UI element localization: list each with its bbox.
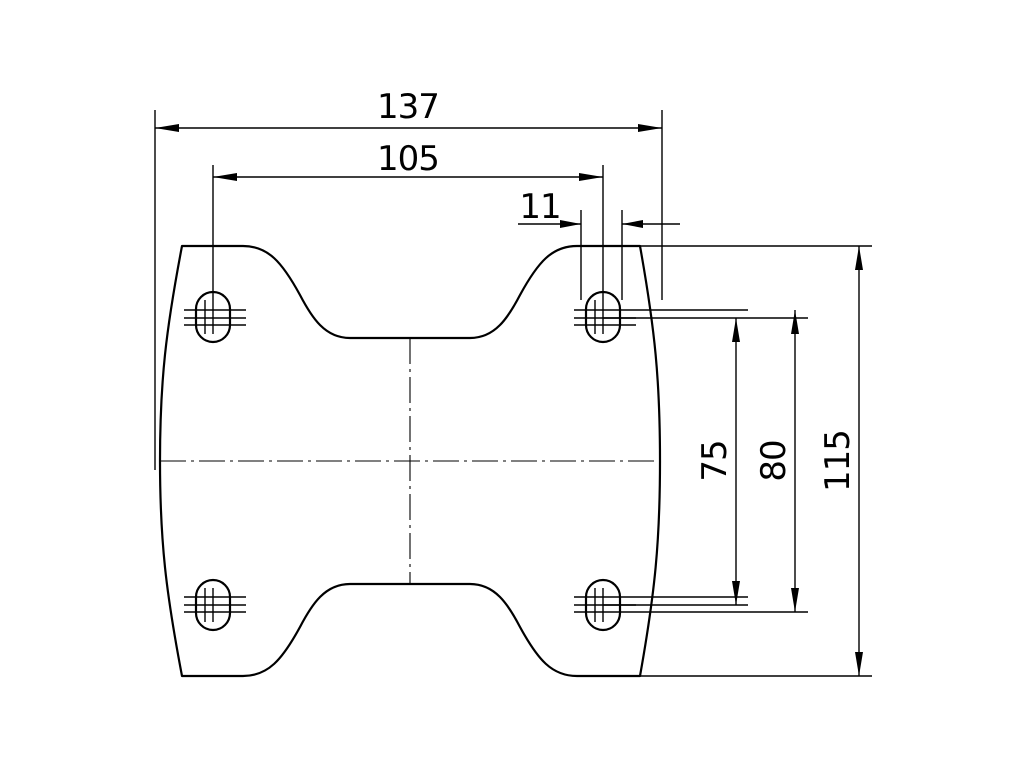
- mounting-slot-bottom-left: [184, 578, 246, 632]
- dimension-overall-height-label: 115: [818, 430, 858, 492]
- dimension-overall-width: 137: [155, 87, 662, 132]
- dimension-slot-length: 11: [518, 187, 680, 228]
- dimension-hole-spacing-width-label: 105: [377, 139, 439, 179]
- dimension-overall-width-label: 137: [377, 87, 439, 127]
- dimension-hole-spacing-height-80: 80: [754, 310, 799, 612]
- dimension-overall-height: 115: [818, 246, 863, 676]
- dimension-hole-spacing-height-80-label: 80: [754, 440, 794, 481]
- dimension-slot-length-label: 11: [519, 187, 560, 227]
- mounting-slot-top-left: [184, 290, 246, 344]
- dimension-hole-spacing-width: 105: [213, 139, 603, 181]
- mounting-slot-top-right: [574, 290, 748, 344]
- dimension-hole-spacing-height-75-label: 75: [695, 440, 735, 481]
- dimension-hole-spacing-height-75: 75: [695, 318, 740, 605]
